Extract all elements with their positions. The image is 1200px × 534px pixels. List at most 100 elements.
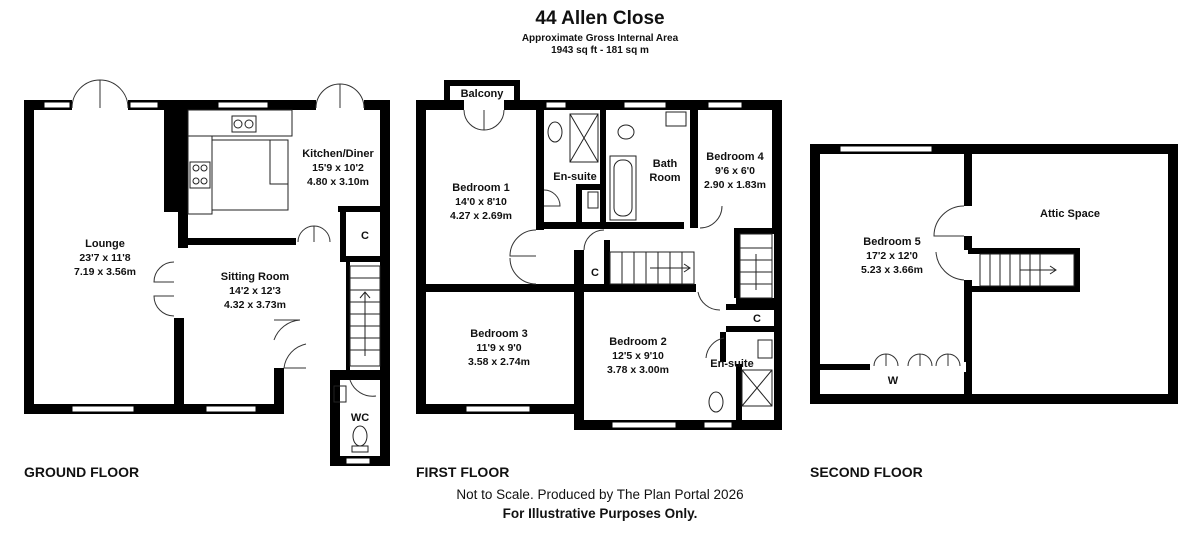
ground-floor-label: GROUND FLOOR: [24, 464, 140, 480]
room-dims: 11'9 x 9'0: [476, 342, 521, 354]
wall: [584, 284, 696, 292]
wall: [964, 280, 972, 404]
first-floor-label: FIRST FLOOR: [416, 464, 510, 480]
room-name: Bedroom 1: [452, 182, 509, 194]
room-name: Sitting Room: [221, 271, 290, 283]
room-dims: 4.27 x 2.69m: [450, 210, 512, 222]
room-dims: 15'9 x 10'2: [312, 162, 364, 174]
wall: [774, 228, 782, 300]
wall: [576, 184, 582, 222]
room-name: Lounge: [85, 238, 125, 250]
wall: [774, 298, 782, 430]
shower-icon: [741, 369, 773, 407]
wall: [1168, 144, 1178, 404]
room-name: Attic Space: [1040, 208, 1100, 220]
room-name: C: [591, 267, 599, 279]
wall: [544, 222, 684, 229]
room-name: En-suite: [553, 171, 596, 183]
bath-icon: [609, 155, 637, 221]
second-floor-plan: Bedroom 5 17'2 x 12'0 5.23 x 3.66m Attic…: [810, 144, 1178, 404]
room-name: W: [888, 375, 899, 387]
room-name: C: [753, 313, 761, 325]
wall: [24, 100, 34, 414]
wall: [164, 100, 178, 212]
wall: [338, 206, 390, 212]
staircase: [349, 265, 381, 367]
wall: [810, 144, 1178, 154]
room-dims: 23'7 x 11'8: [79, 252, 130, 264]
room-dims: 14'0 x 8'10: [455, 196, 507, 208]
kitchen-worktop: [187, 109, 293, 137]
wall: [340, 206, 346, 262]
wall: [330, 370, 340, 466]
illustrative-note: For Illustrative Purposes Only.: [502, 506, 698, 521]
staircase: [609, 251, 695, 285]
area-value: 1943 sq ft - 181 sq m: [551, 45, 649, 56]
wall: [340, 256, 390, 262]
wall: [380, 100, 390, 370]
room-dims: 9'6 x 6'0: [715, 165, 755, 177]
wall: [600, 110, 606, 222]
basin-icon: [665, 111, 687, 127]
room-name: En-suite: [710, 358, 753, 370]
room-dims: 4.32 x 3.73m: [224, 299, 286, 311]
room-dims: 2.90 x 1.83m: [704, 179, 766, 191]
wall: [810, 144, 820, 404]
wall: [726, 326, 774, 332]
room-name: Kitchen/Diner: [302, 148, 374, 160]
room-name: Bedroom 4: [706, 151, 764, 163]
wall: [178, 100, 188, 248]
room-dims: 4.80 x 3.10m: [307, 176, 369, 188]
wall: [604, 240, 610, 288]
basin-icon: [757, 339, 773, 359]
toilet-icon: [708, 391, 724, 413]
room-dims: 14'2 x 12'3: [229, 285, 281, 297]
wall: [690, 110, 698, 228]
wall: [726, 304, 774, 310]
room-dims: 7.19 x 3.56m: [74, 266, 136, 278]
basin-icon: [587, 191, 599, 209]
toilet-icon: [547, 121, 563, 143]
wall: [178, 238, 296, 245]
wall: [174, 288, 184, 414]
wall: [736, 228, 782, 234]
room-name: WC: [351, 412, 369, 424]
second-floor-label: SECOND FLOOR: [810, 464, 923, 480]
wall: [416, 100, 426, 414]
room-name: Bath: [653, 158, 678, 170]
wall: [810, 394, 1178, 404]
wall: [964, 144, 972, 206]
wall: [576, 184, 604, 190]
basin-icon: [333, 385, 347, 403]
wall: [736, 364, 742, 420]
room-name: Balcony: [461, 88, 505, 100]
room-name: Bedroom 2: [609, 336, 666, 348]
wall: [536, 100, 544, 230]
toilet-icon: [617, 124, 635, 140]
wall: [274, 368, 284, 414]
staircase: [739, 233, 773, 299]
wall: [574, 420, 782, 430]
wall: [964, 236, 972, 250]
area-label: Approximate Gross Internal Area: [521, 33, 679, 44]
room-name: Bedroom 5: [863, 236, 920, 248]
wall: [772, 100, 782, 230]
room-name: Room: [649, 172, 680, 184]
disclaimer-line: Not to Scale. Produced by The Plan Porta…: [456, 487, 744, 502]
room-dims: 12'5 x 9'10: [612, 350, 664, 362]
plan-title: 44 Allen Close: [535, 8, 665, 29]
room-name: C: [361, 230, 369, 242]
shower-icon: [569, 113, 599, 163]
wall: [380, 370, 390, 466]
wall: [178, 100, 390, 110]
room-dims: 5.23 x 3.66m: [861, 264, 923, 276]
sink-icon: [231, 115, 257, 133]
room-name: Bedroom 3: [470, 328, 527, 340]
room-dims: 3.78 x 3.00m: [607, 364, 669, 376]
wall: [426, 284, 574, 292]
wall: [736, 298, 782, 304]
wall: [720, 332, 726, 362]
first-floor-plan: Balcony Bedroom 1 14'0 x 8'10 4.27 x 2.6…: [416, 80, 782, 430]
wall: [734, 228, 740, 298]
wall: [346, 262, 350, 370]
